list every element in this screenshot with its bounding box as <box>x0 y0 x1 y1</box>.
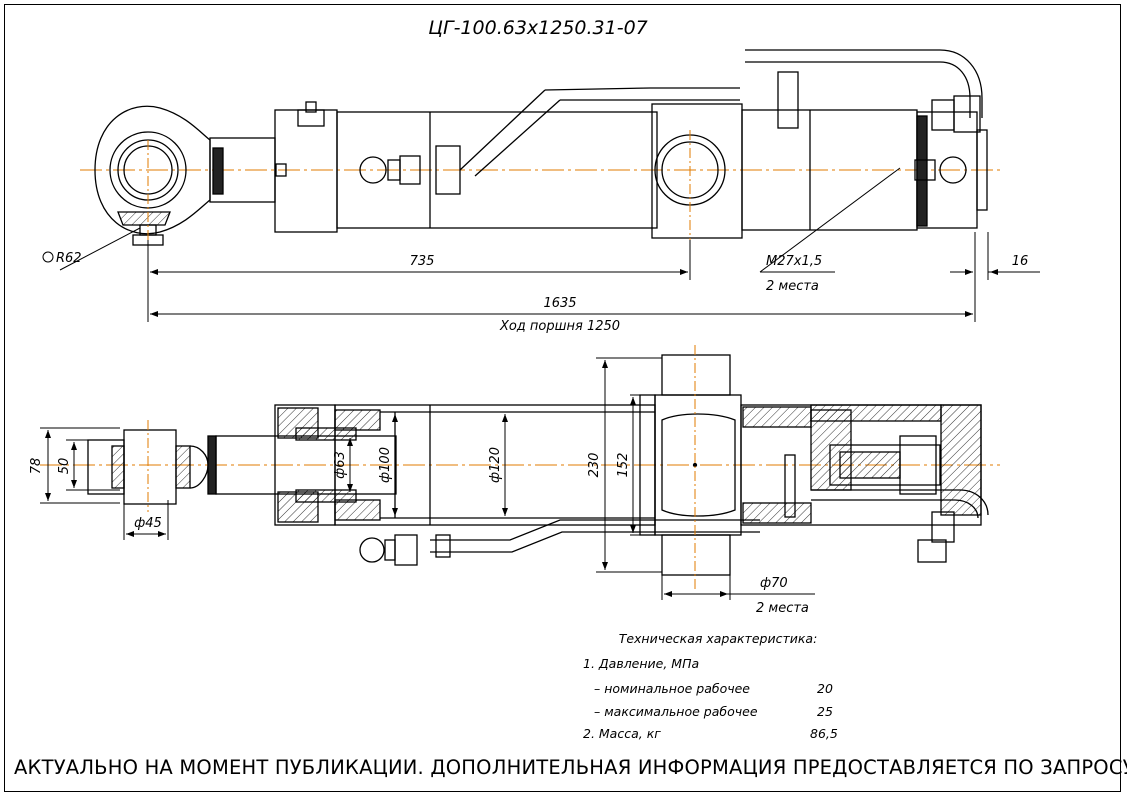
rod-eye-section <box>87 420 217 512</box>
specs-mass-value: 86,5 <box>810 726 838 741</box>
top-dim-labels: R62 735 1635 Ход поршня 1250 16 M27x1,5 … <box>42 251 1029 334</box>
dim-120: ф120 <box>488 447 503 483</box>
dim-1635: 1635 <box>543 296 576 311</box>
thread-count: 2 места <box>766 279 819 294</box>
specs-nominal-label: – номинальное рабочее <box>594 681 750 696</box>
thread-label: M27x1,5 <box>766 254 822 269</box>
dim-70-count: 2 места <box>756 601 809 616</box>
specs-item-mass: 2. Масса, кг <box>583 726 661 741</box>
footer-notice: АКТУАЛЬНО НА МОМЕНТ ПУБЛИКАЦИИ. ДОПОЛНИТ… <box>14 756 1127 779</box>
dim-70: ф70 <box>760 576 788 591</box>
trunnion-block <box>651 103 743 239</box>
specs-item-pressure: 1. Давление, МПа <box>583 656 699 671</box>
section-view <box>40 345 1000 590</box>
specs-nominal-value: 20 <box>817 681 833 696</box>
specs-heading: Техническая характеристика: <box>619 631 818 646</box>
rod-eye <box>94 105 211 248</box>
tech-specs: Техническая характеристика: 1. Давление,… <box>583 631 838 741</box>
dim-100: ф100 <box>378 447 393 483</box>
dim-152: 152 <box>616 453 631 478</box>
stroke-label: Ход поршня 1250 <box>499 319 620 334</box>
dim-16: 16 <box>1012 254 1029 269</box>
dim-63: ф63 <box>333 451 348 479</box>
dim-735: 735 <box>410 254 435 269</box>
section-dim-labels: 78 50 ф45 ф63 ф100 ф120 230 152 ф70 2 ме… <box>29 447 809 616</box>
radius-label: R62 <box>56 251 82 266</box>
dim-230: 230 <box>587 453 602 478</box>
dim-45: ф45 <box>134 516 162 531</box>
section-dimensions <box>40 357 815 600</box>
barrel <box>336 111 658 229</box>
top-dimensions <box>59 167 1040 322</box>
port-boss <box>359 156 387 184</box>
dim-50: 50 <box>57 458 72 475</box>
dim-78: 78 <box>29 458 44 475</box>
drawing-title: ЦГ-100.63х1250.31-07 <box>428 17 648 39</box>
specs-max-value: 25 <box>817 704 833 719</box>
top-view <box>80 49 1000 248</box>
gland <box>274 109 338 233</box>
specs-max-label: – максимальное рабочее <box>594 704 758 719</box>
drawing-frame <box>4 4 1121 792</box>
